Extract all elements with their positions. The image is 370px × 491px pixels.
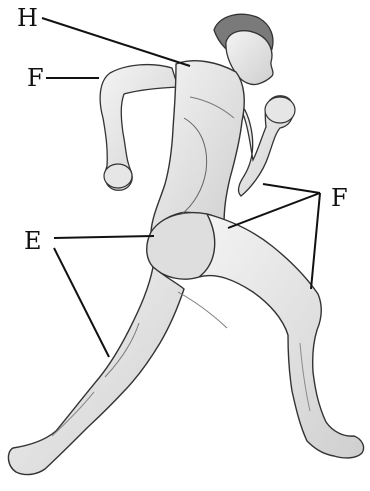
leader-line-f-right-lower [311,193,320,289]
rear-hand-shape [104,164,132,188]
leader-line-h [42,18,190,66]
leader-line-f-right-middle [228,193,320,228]
rear-leg-shape [8,267,184,475]
diagram-label-f-left: F [27,66,44,90]
leader-line-f-right-upper [263,184,320,193]
leader-line-e-lower [54,248,109,357]
diagram-label-h: H [17,6,38,30]
diagram-label-f-right: F [331,186,348,210]
front-leg-shape [199,214,364,458]
thigh-shading-line [178,292,227,328]
leader-line-e-upper [54,236,154,238]
front-hand-shape [265,97,295,123]
diagram-label-e: E [24,229,42,253]
